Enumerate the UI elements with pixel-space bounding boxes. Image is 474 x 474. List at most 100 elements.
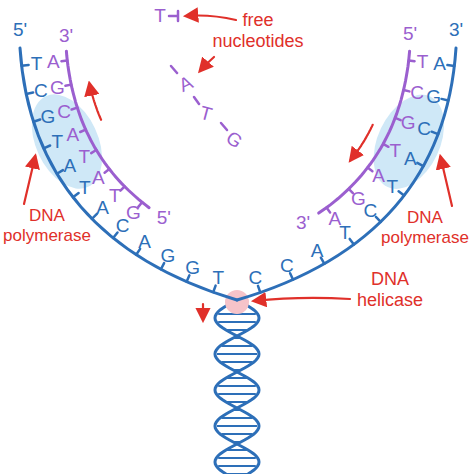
- base-pair-rung: [218, 321, 256, 323]
- polymerase-blob: [18, 83, 116, 200]
- base-letter: G: [185, 257, 200, 279]
- base-letter: G: [40, 106, 55, 128]
- base-letter: A: [67, 124, 80, 146]
- base-pair-rung: [222, 433, 253, 435]
- strand-end-label: 3': [59, 25, 73, 47]
- polymerase-blobs: [18, 83, 459, 200]
- base-tick: [72, 108, 78, 110]
- helix-strand: [215, 300, 259, 474]
- base-letter: T: [79, 177, 91, 199]
- dna-strands: [20, 48, 456, 300]
- base-letter: A: [96, 197, 109, 219]
- base-pair-rung: [222, 345, 253, 347]
- free-nucleotide: G: [222, 127, 247, 153]
- pointer-arrow: [186, 16, 236, 21]
- nucleotide-stem: [194, 97, 199, 104]
- base-letter: G: [426, 86, 441, 108]
- base-letter: A: [92, 167, 105, 189]
- base-tick: [91, 150, 96, 153]
- nucleotide-stem: [221, 123, 227, 130]
- base-pair-rung: [218, 465, 256, 467]
- base-tick: [432, 132, 439, 135]
- parent-strand: [20, 48, 237, 300]
- helix-strand: [215, 300, 259, 474]
- base-letter: T: [31, 53, 43, 75]
- base-letter: T: [109, 185, 121, 207]
- nucleotide-stem: [171, 66, 177, 73]
- synthesis-arrow: [351, 125, 373, 161]
- base-letter: T: [386, 176, 398, 198]
- helicase-marker: [225, 290, 249, 314]
- base-tick: [44, 146, 50, 149]
- base-letter: A: [63, 155, 76, 177]
- base-letter: G: [126, 202, 141, 224]
- base-letter: A: [433, 53, 446, 75]
- base-pair-rung: [217, 425, 257, 427]
- base-pair-rung: [222, 361, 253, 363]
- base-letter: C: [280, 255, 294, 277]
- base-tick: [73, 193, 79, 197]
- base-tick: [34, 120, 41, 122]
- base-tick: [404, 90, 410, 91]
- base-letter: G: [161, 245, 176, 267]
- base-letter: A: [138, 231, 151, 253]
- base-letter: T: [52, 131, 64, 153]
- synthesis-arrow: [89, 84, 101, 120]
- base-tick: [61, 59, 67, 62]
- pointer-arrow: [441, 157, 453, 206]
- polymerase-blob: [360, 83, 459, 200]
- parent-strand: [237, 48, 456, 300]
- callout-label: DNA helicase: [345, 269, 435, 310]
- base-tick: [368, 168, 373, 172]
- synthesis-arrows: [24, 84, 452, 207]
- free-nucleotide-stems: [169, 11, 227, 130]
- base-letter: C: [410, 82, 424, 104]
- base-tick: [92, 214, 97, 219]
- strand-end-label: 5': [403, 23, 417, 45]
- base-tick: [395, 118, 401, 120]
- base-pair-rung: [218, 457, 256, 459]
- strand-end-label: 3': [296, 212, 310, 234]
- base-pair-rung: [227, 473, 247, 474]
- strand-end-label: 3': [449, 19, 463, 41]
- pointer-arrow: [254, 298, 350, 301]
- base-tick: [417, 163, 423, 166]
- pointer-arrow: [200, 57, 214, 71]
- base-letter: A: [372, 165, 385, 187]
- free-nucleotide: A: [176, 71, 197, 96]
- free-nucleotide: T: [154, 5, 166, 27]
- base-tick: [57, 170, 63, 174]
- base-pair-rung: [218, 393, 256, 395]
- base-tick: [399, 191, 405, 195]
- base-letter: G: [351, 188, 366, 210]
- base-tick: [80, 130, 86, 132]
- strand-end-label: 5': [13, 19, 27, 41]
- base-letter: C: [34, 80, 48, 102]
- base-letter: G: [401, 112, 416, 134]
- callout-label: DNA polymerase: [377, 208, 473, 247]
- base-pair-rung: [218, 385, 256, 387]
- double-helix: [215, 300, 259, 474]
- red-arrows: [186, 16, 350, 321]
- callout-label: free nucleotides: [202, 10, 314, 51]
- base-tick: [442, 99, 449, 101]
- strand-end-label: 5': [157, 207, 171, 229]
- pointer-arrow: [24, 156, 35, 204]
- daughter-strand: [66, 51, 149, 208]
- base-letter: T: [417, 51, 429, 73]
- base-tick: [105, 169, 110, 173]
- base-letter: G: [50, 77, 65, 99]
- base-letter: T: [78, 146, 90, 168]
- base-letter: T: [212, 267, 224, 289]
- base-tick: [120, 187, 124, 191]
- base-letter: A: [47, 51, 60, 73]
- base-letter: C: [57, 101, 71, 123]
- base-letter: A: [329, 208, 342, 230]
- base-letter: C: [248, 267, 262, 289]
- base-tick: [409, 59, 415, 62]
- base-letter: C: [417, 118, 431, 140]
- callout-label: DNA polymerase: [0, 206, 95, 245]
- base-tick: [383, 144, 388, 147]
- base-letter: T: [390, 140, 402, 162]
- base-letter: A: [311, 240, 324, 262]
